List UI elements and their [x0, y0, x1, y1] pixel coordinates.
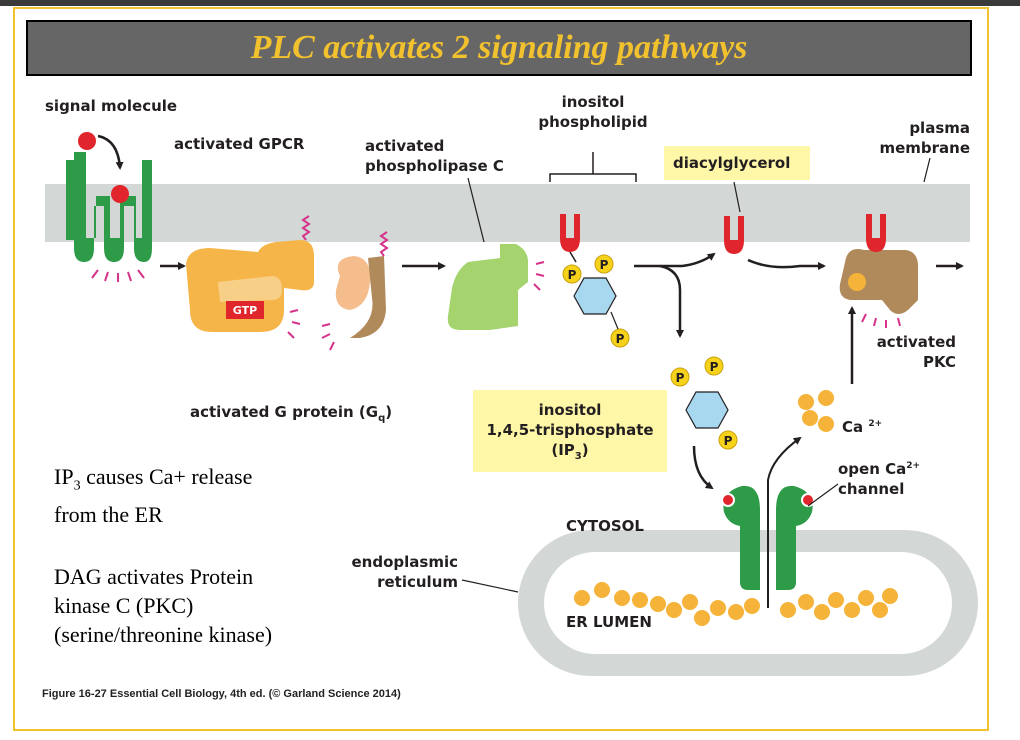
label-activated-pkc: activated PKC	[876, 333, 956, 371]
er-lumen-calcium	[574, 582, 898, 626]
arrow-to-ip3	[659, 264, 684, 338]
phosphate-1-label: P	[568, 268, 577, 282]
phosphate-2	[594, 254, 614, 274]
gpcr-receptor	[66, 152, 152, 262]
label-inositol-phospholipid: inositol phospholipid	[538, 93, 648, 131]
arrow-ip3-to-channel	[692, 445, 714, 490]
ip3-phosphate-2	[704, 356, 724, 376]
ip3-phosphate-3-label: P	[724, 434, 733, 448]
ip3-phosphate-1	[670, 367, 690, 387]
ca-channel-left	[723, 485, 760, 590]
phosphate-3	[610, 328, 630, 348]
open-channel-leader	[807, 483, 839, 507]
gtp-box	[226, 301, 264, 319]
ip3-ring	[685, 391, 729, 429]
g-beta-subunit	[335, 256, 371, 310]
signal-binding-arrow	[97, 134, 124, 170]
gpcr-activation-rays	[91, 269, 145, 282]
dag-label-leader	[733, 181, 741, 213]
ca-release-arrow	[767, 436, 802, 608]
phosphate-1	[562, 264, 582, 284]
note-ip3: IP3 causes Ca+ release from the ER	[54, 464, 253, 528]
top-window-bar	[0, 0, 1020, 6]
label-ip3: inositol 1,4,5-trisphosphate (IP3)	[486, 401, 654, 462]
plc-label-leader	[467, 177, 485, 243]
arrow-dag-to-pkc	[747, 258, 826, 270]
gbg-lipid-tail	[379, 231, 389, 257]
gtp-label: GTP	[233, 304, 257, 317]
pkc-calcium	[848, 273, 866, 291]
signal-molecule-bound	[111, 185, 129, 203]
gprotein-activation-rays	[287, 309, 301, 339]
g-gamma-subunit	[350, 256, 386, 338]
label-activated-plc: activated phospholipase C	[365, 137, 504, 175]
released-calcium	[798, 390, 834, 432]
ip3-highlight	[473, 390, 667, 472]
label-endoplasmic-reticulum: endoplasmic reticulum	[351, 553, 459, 591]
title-banner: PLC activates 2 signaling pathways	[26, 20, 972, 76]
er-label-leader	[461, 579, 519, 593]
phosphate-2-label: P	[600, 258, 609, 272]
gprotein-lipid-tail	[301, 215, 311, 241]
ip3-bound-right	[801, 493, 815, 507]
label-activated-g-protein: activated G protein (Gq)	[190, 403, 393, 424]
ip3-bound-left	[721, 493, 735, 507]
arrow-to-diacylglycerol	[634, 252, 716, 268]
ip3-phosphate-2-label: P	[710, 360, 719, 374]
phosphate-3-label: P	[616, 332, 625, 346]
diacylglycerol-highlight	[664, 146, 810, 180]
ca-channel-right	[776, 485, 813, 590]
ip3-phosphate-1-label: P	[676, 371, 685, 385]
signal-molecule-free	[78, 132, 96, 150]
label-open-channel: open Ca2+ channel	[838, 460, 921, 498]
ip3-phosphate-3	[718, 430, 738, 450]
inositol-phospholipid	[560, 214, 617, 315]
label-signal-molecule: signal molecule	[45, 97, 178, 115]
diacylglycerol-molecule	[724, 216, 744, 254]
label-ca: Ca 2+	[842, 418, 883, 436]
plasma-membrane	[45, 184, 970, 242]
g-protein	[186, 240, 314, 332]
pkc-kinase	[839, 249, 918, 314]
slide-title: PLC activates 2 signaling pathways	[250, 29, 748, 66]
label-cytosol: CYTOSOL	[566, 517, 644, 535]
label-diacylglycerol: diacylglycerol	[673, 154, 791, 172]
figure-caption: Figure 16-27 Essential Cell Biology, 4th…	[42, 688, 401, 700]
label-er-lumen: ER LUMEN	[566, 613, 652, 631]
inositol-phospholipid-bracket	[549, 152, 637, 182]
phospholipase-c	[447, 244, 528, 330]
label-plasma-membrane: plasma membrane	[879, 119, 970, 157]
plc-activation-rays	[533, 261, 545, 291]
slide-frame	[13, 7, 989, 731]
pkc-dag	[866, 214, 886, 252]
plasma-membrane-leader	[923, 157, 931, 183]
label-activated-gpcr: activated GPCR	[174, 135, 305, 153]
note-dag: DAG activates Protein kinase C (PKC) (se…	[54, 564, 273, 647]
pkc-activation-rays	[861, 313, 901, 328]
gbg-activation-rays	[321, 323, 335, 351]
